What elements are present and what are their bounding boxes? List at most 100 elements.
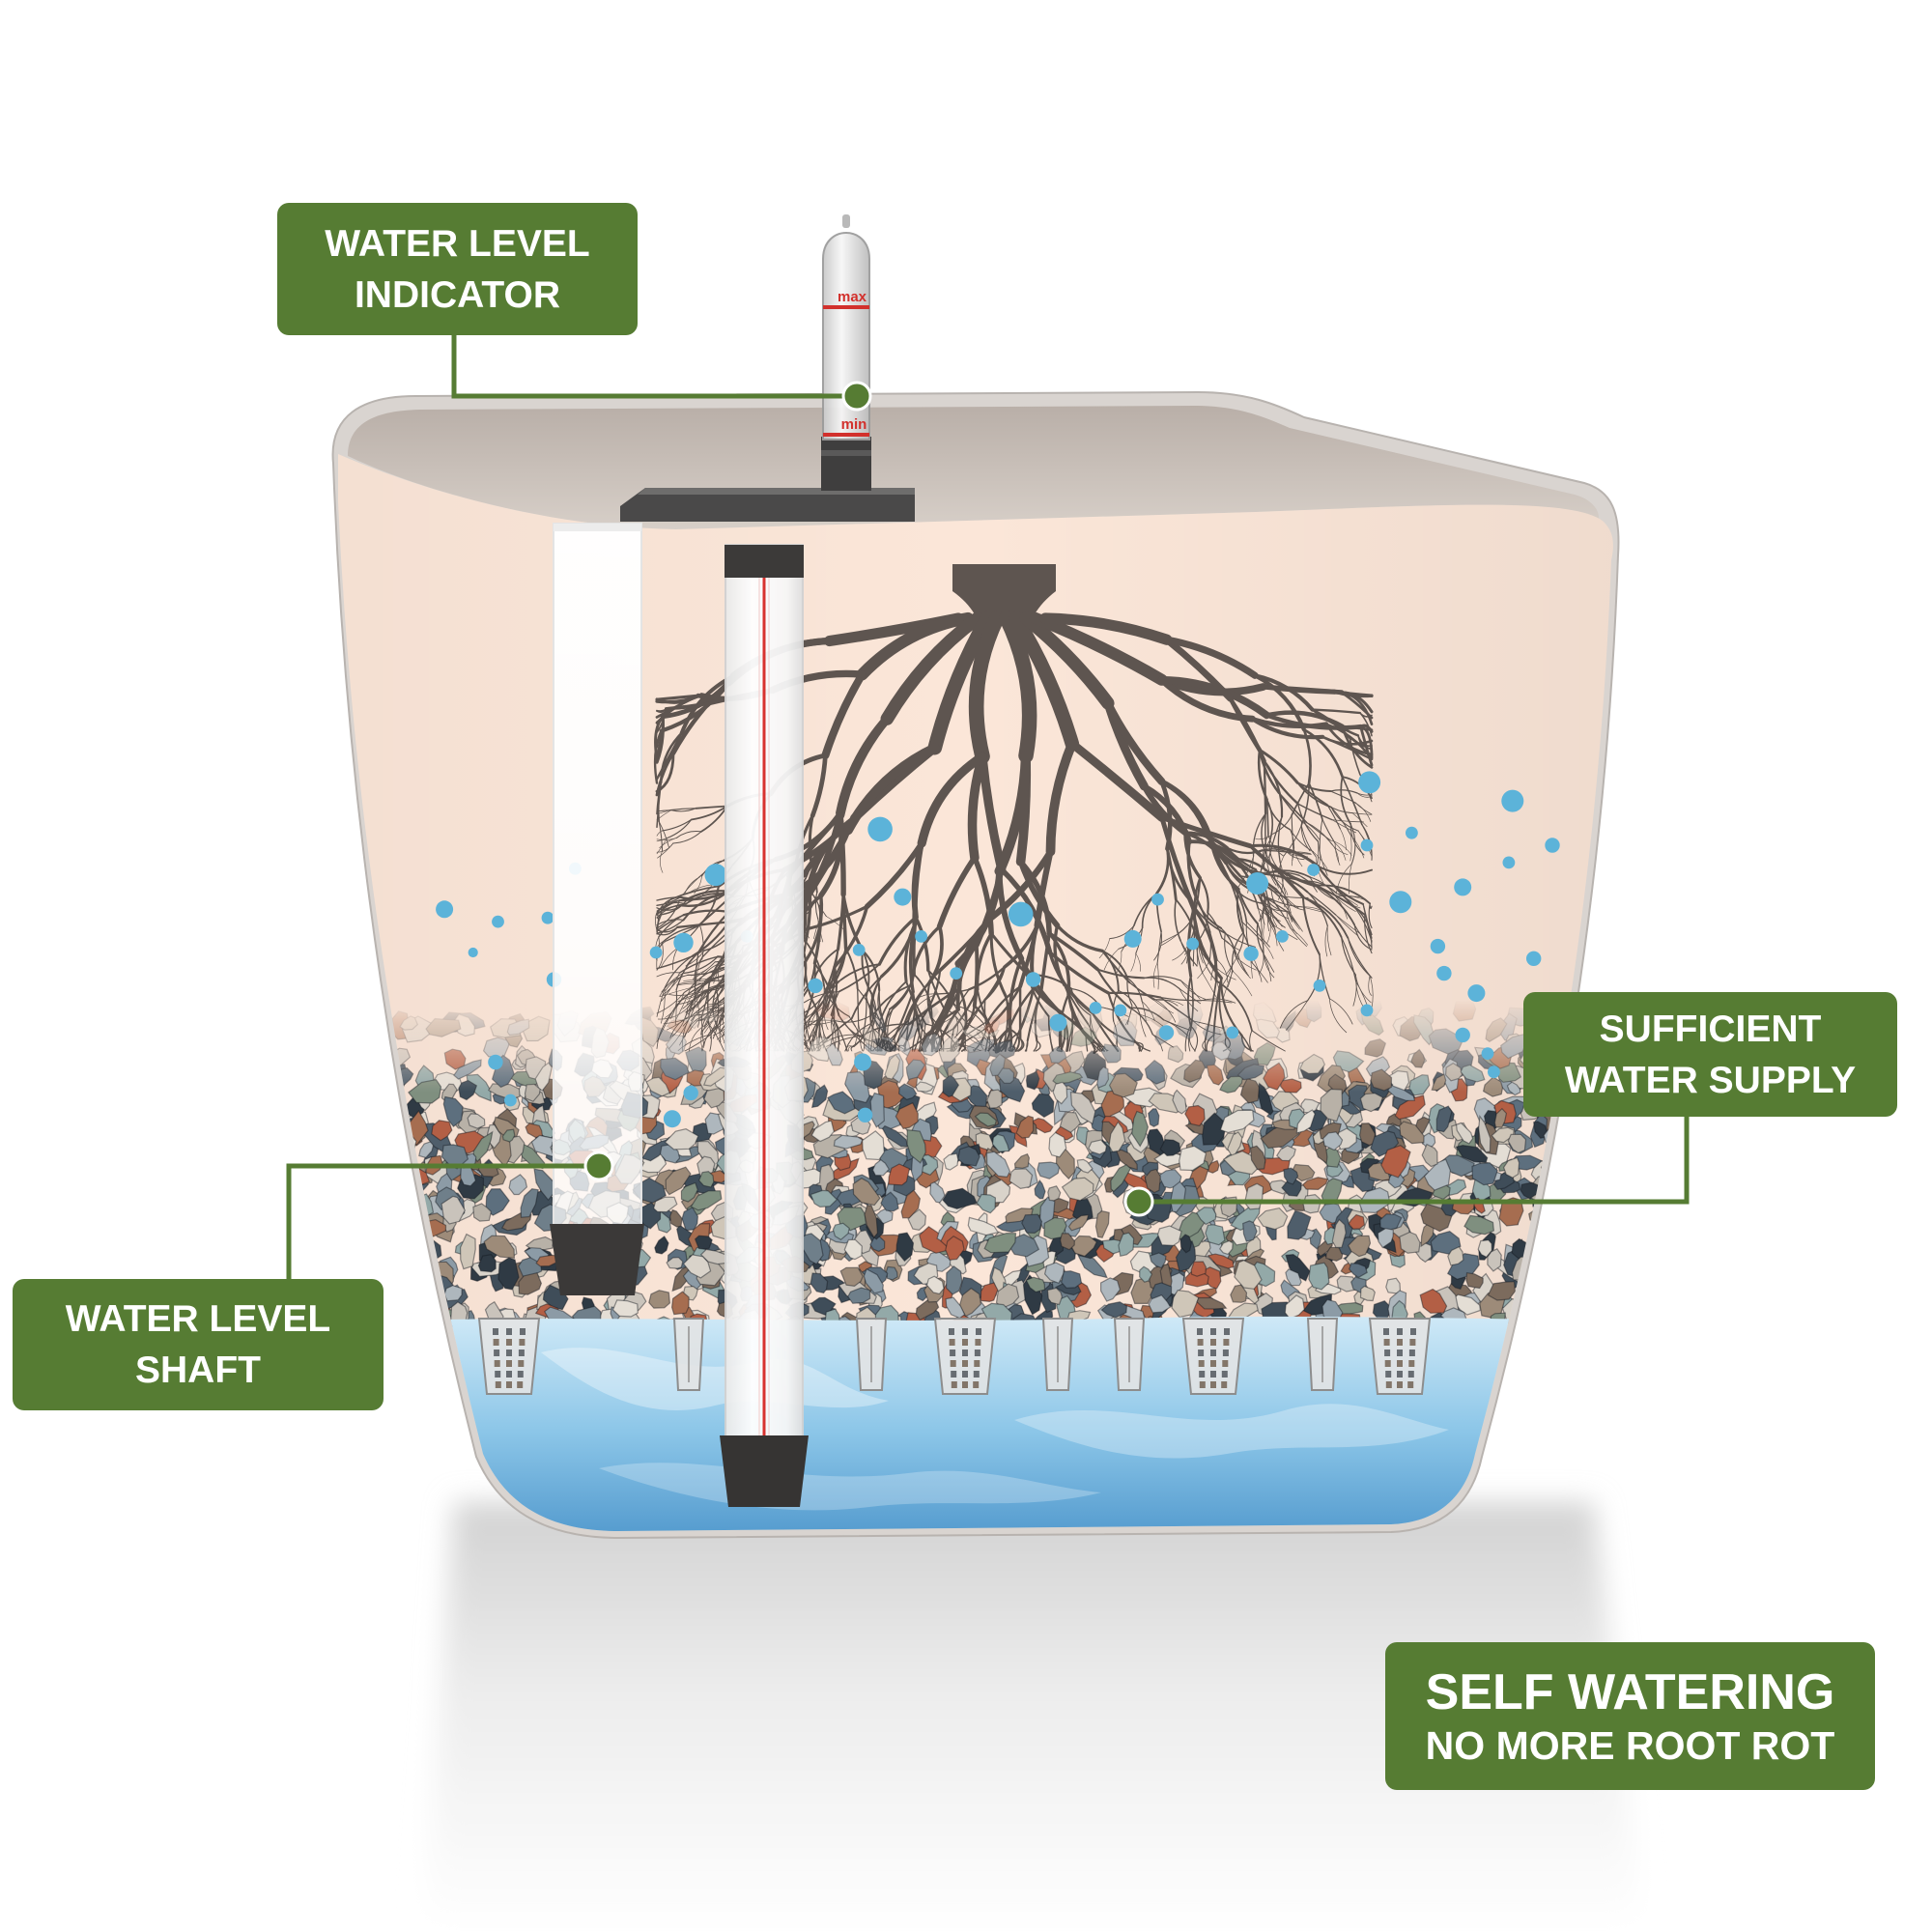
gravel-stone xyxy=(397,1239,419,1260)
gravel-stone xyxy=(1319,1201,1343,1224)
root-branch xyxy=(1101,950,1131,984)
root-branch xyxy=(668,992,697,996)
indicator-tube xyxy=(720,544,809,1507)
root-branch xyxy=(1349,737,1361,776)
root-branch xyxy=(1263,923,1265,946)
gravel-stone xyxy=(1061,1177,1094,1202)
water-droplet xyxy=(541,911,554,924)
root-branch xyxy=(1252,812,1266,857)
gravel-stone xyxy=(945,1265,963,1295)
gravel-stone xyxy=(1108,1072,1139,1098)
gravel-stone xyxy=(1477,1239,1492,1259)
root-branch xyxy=(1174,898,1181,942)
slot-mesh xyxy=(962,1339,968,1346)
root-branch xyxy=(1313,851,1328,869)
root-branch xyxy=(1135,952,1142,972)
gravel-stone xyxy=(1348,1213,1366,1230)
gravel-stone xyxy=(1108,1121,1126,1152)
max-band xyxy=(823,305,869,309)
root-branch xyxy=(667,818,693,839)
root-branch xyxy=(1033,1039,1038,1052)
gravel-stone xyxy=(1506,1081,1521,1096)
gravel-stone xyxy=(1546,1247,1563,1262)
root-branch xyxy=(1336,897,1349,920)
slot-mesh xyxy=(494,1360,500,1367)
gravel-stone xyxy=(1021,1213,1043,1235)
root-branch xyxy=(708,1023,712,1052)
gravel-stone xyxy=(880,1191,899,1212)
gravel-stone xyxy=(813,1001,851,1022)
gravel-stone xyxy=(925,1275,945,1295)
root-branch xyxy=(655,911,658,931)
gravel-stone xyxy=(453,1059,482,1080)
gravel-stone xyxy=(1013,1152,1031,1169)
gravel-stone xyxy=(1230,1284,1248,1303)
root-branch xyxy=(1192,907,1218,982)
gravel-stone xyxy=(1359,1093,1384,1113)
root-branch xyxy=(903,923,917,983)
gravel-stone xyxy=(1549,1206,1574,1239)
slot-mesh xyxy=(1224,1328,1230,1335)
gravel-stone xyxy=(1031,1093,1055,1119)
gravel-stone xyxy=(975,1132,994,1151)
water-droplet xyxy=(488,1054,503,1070)
root-branch xyxy=(1190,900,1202,950)
gravel-stone xyxy=(525,1122,544,1139)
slot-mesh xyxy=(517,1371,524,1378)
root-branch xyxy=(1270,924,1278,947)
gravel-stone xyxy=(506,1018,530,1037)
root-branch xyxy=(831,1020,837,1047)
gravel-stone xyxy=(991,1133,1010,1152)
root-branch xyxy=(1175,898,1198,939)
slot-mesh xyxy=(976,1328,981,1335)
root-branch xyxy=(1351,812,1373,815)
gravel-stone xyxy=(666,1256,684,1269)
slot-mesh xyxy=(518,1350,525,1356)
water-droplet xyxy=(1467,984,1486,1003)
gravel-stone xyxy=(1385,1277,1402,1294)
root-branch xyxy=(989,931,1009,999)
root-branch xyxy=(1198,911,1208,941)
root-branch xyxy=(1326,925,1332,956)
root-branch xyxy=(695,995,700,1028)
root-branch xyxy=(1153,930,1163,961)
root-branch xyxy=(810,753,828,818)
root-branch xyxy=(1226,846,1264,855)
gravel-stone xyxy=(1234,1260,1263,1290)
gravel-stone xyxy=(1558,1225,1585,1257)
water-droplet xyxy=(1406,826,1418,839)
slot-mesh xyxy=(962,1360,968,1367)
gravel-stone xyxy=(1471,1162,1498,1186)
gravel-stone xyxy=(1564,1228,1586,1252)
slot-mesh xyxy=(1210,1350,1216,1356)
gravel-stone xyxy=(1447,1245,1464,1266)
root-branch xyxy=(1245,921,1270,948)
gravel-stone xyxy=(1301,1177,1329,1191)
root-branch xyxy=(669,808,696,811)
root-branch xyxy=(1179,940,1198,967)
pot-shadow xyxy=(425,1502,1642,1932)
gravel-stone xyxy=(386,1316,406,1333)
gravel-stone xyxy=(1196,1296,1228,1310)
gravel-stone xyxy=(1242,1220,1258,1242)
water-droplets xyxy=(436,771,1560,1128)
gravel-stone xyxy=(665,1166,692,1196)
root-branch xyxy=(1215,980,1253,1032)
gravel-stone xyxy=(1009,1124,1028,1148)
gravel-stone xyxy=(1604,1207,1613,1225)
gravel-stone xyxy=(1179,1234,1193,1254)
root-branch xyxy=(1301,895,1343,939)
gravel-stone xyxy=(406,1295,428,1316)
gravel-stone xyxy=(1219,1109,1255,1134)
gravel-stone xyxy=(1183,1059,1207,1083)
water-droplet xyxy=(867,816,893,842)
water-droplet xyxy=(468,947,478,958)
root-branch xyxy=(684,876,699,894)
root-branch xyxy=(1226,953,1239,975)
gravel-stone xyxy=(1332,1050,1365,1073)
gravel-stone xyxy=(1009,1168,1034,1190)
gravel-stone xyxy=(881,1124,909,1148)
root-branch xyxy=(1159,779,1173,851)
root-branch xyxy=(1364,914,1373,954)
root-branch xyxy=(1264,898,1271,926)
